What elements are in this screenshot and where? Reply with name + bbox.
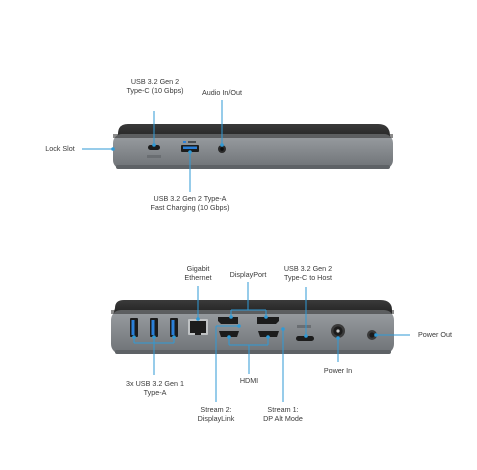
label-power-in-text: Power In: [323, 366, 353, 375]
rear-usb-a-ports: [130, 318, 178, 337]
label-stream2-line1: Stream 2:: [200, 405, 232, 414]
rear-device: [111, 300, 394, 354]
rear-power-out-port: [367, 330, 377, 340]
label-front-usb-c-line1: USB 3.2 Gen 2: [130, 77, 180, 86]
label-displayport: DisplayPort: [218, 270, 278, 279]
rear-power-in-port: [331, 324, 345, 338]
label-ethernet: Gigabit Ethernet: [173, 264, 223, 283]
callout-lines: [82, 100, 410, 402]
label-power-in: Power In: [314, 366, 362, 375]
label-stream2: Stream 2: DisplayLink: [184, 405, 248, 424]
label-usb-c-host-line1: USB 3.2 Gen 2: [283, 264, 333, 273]
rear-ethernet-port: [188, 319, 208, 335]
label-front-audio: Audio In/Out: [190, 88, 254, 97]
label-front-audio-text: Audio In/Out: [202, 88, 242, 97]
label-usb-a-line1: 3x USB 3.2 Gen 1: [126, 379, 184, 388]
rear-usb-c-host-port: [296, 325, 314, 341]
label-ethernet-line2: Ethernet: [184, 273, 212, 283]
label-front-usb-a-line2: Fast Charging (10 Gbps): [150, 203, 230, 213]
label-hdmi-text: HDMI: [239, 376, 259, 385]
label-front-lock-text: Lock Slot: [45, 144, 75, 153]
label-front-lock: Lock Slot: [38, 144, 82, 153]
rear-hdmi-ports: [219, 331, 279, 337]
label-stream2-line2: DisplayLink: [197, 414, 235, 424]
label-stream1: Stream 1: DP Alt Mode: [251, 405, 315, 424]
label-stream1-line1: Stream 1:: [267, 405, 299, 414]
label-usb-a-line2: Type-A: [143, 388, 167, 398]
label-power-out-text: Power Out: [418, 330, 452, 339]
front-device: [113, 124, 393, 169]
front-audio-port: [218, 145, 226, 153]
label-front-usb-c: USB 3.2 Gen 2 Type-C (10 Gbps): [118, 77, 192, 96]
label-front-usb-a: USB 3.2 Gen 2 Type-A Fast Charging (10 G…: [140, 194, 240, 213]
rear-displayport-ports: [218, 317, 279, 324]
front-usb-a-port: [181, 141, 199, 152]
label-ethernet-line1: Gigabit: [186, 264, 210, 273]
label-front-usb-c-line2: Type-C (10 Gbps): [126, 86, 184, 96]
rear-panel: [111, 310, 394, 354]
label-usb-a: 3x USB 3.2 Gen 1 Type-A: [113, 379, 197, 398]
label-stream1-line2: DP Alt Mode: [263, 414, 303, 424]
front-panel: [113, 134, 393, 169]
label-usb-c-host: USB 3.2 Gen 2 Type-C to Host: [272, 264, 344, 283]
front-usb-c-port: [147, 145, 161, 158]
label-usb-c-host-line2: Type-C to Host: [284, 273, 332, 283]
label-power-out: Power Out: [411, 330, 459, 339]
label-front-usb-a-line1: USB 3.2 Gen 2 Type-A: [153, 194, 227, 203]
label-displayport-text: DisplayPort: [229, 270, 267, 279]
label-hdmi: HDMI: [229, 376, 269, 385]
